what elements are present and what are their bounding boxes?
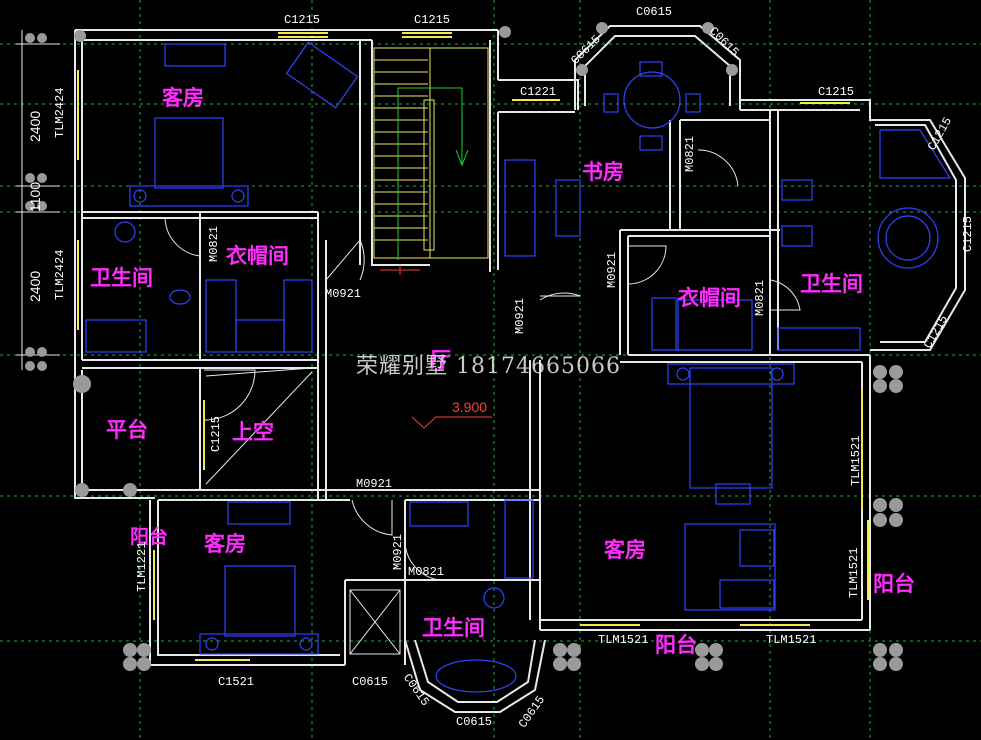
stair-arrow — [397, 87, 469, 260]
window-code: TLM1521 — [766, 633, 817, 647]
room-label-balcony-e: 阳台 — [873, 572, 915, 596]
hall-axis — [380, 265, 420, 275]
room-label-guest-sw: 客房 — [204, 532, 246, 556]
window-code: C1221 — [520, 85, 557, 99]
dimension-text: 1100 — [27, 181, 43, 212]
room-label-void: 上空 — [232, 420, 274, 444]
door-code: M0921 — [605, 251, 619, 288]
room-label-closet-e: 衣帽间 — [678, 286, 741, 310]
window-code: C0615 — [456, 715, 493, 729]
window-code: C0615 — [352, 675, 389, 689]
doors — [164, 149, 801, 581]
column-markers-left — [25, 33, 47, 371]
window-code: C1215 — [284, 13, 321, 27]
staircase — [373, 47, 489, 259]
elevation-mark — [411, 416, 492, 429]
door-code: M0821 — [683, 135, 697, 172]
void-outline — [205, 367, 401, 655]
door-code: M0821 — [207, 225, 221, 262]
room-label-bath-e: 卫生间 — [800, 272, 863, 296]
room-label-balcony-w: 阳台 — [130, 526, 169, 548]
room-label-hall: 厅 — [430, 348, 451, 372]
furniture — [85, 41, 952, 693]
room-label-balcony-s: 阳台 — [655, 633, 697, 657]
door-code: M0921 — [513, 297, 527, 334]
room-label-guest-se: 客房 — [604, 538, 646, 562]
windows — [77, 32, 869, 661]
window-code: TLM1521 — [849, 435, 863, 486]
window-code: C0615 — [636, 5, 673, 19]
room-label-bath-w: 卫生间 — [90, 266, 153, 290]
dimension-text: 2400 — [27, 270, 43, 302]
door-code: M0821 — [753, 279, 767, 316]
door-code: M0821 — [408, 565, 445, 579]
door-code: M0921 — [391, 533, 405, 570]
window-code: C1215 — [414, 13, 451, 27]
window-code: TLM1521 — [598, 633, 649, 647]
window-code: C1215 — [209, 415, 223, 452]
window-code: TLM1521 — [847, 547, 861, 598]
dimension-text: 2400 — [27, 110, 43, 142]
door-code: M0921 — [356, 477, 393, 491]
window-code: TLM2424 — [53, 87, 67, 138]
window-code: C1215 — [818, 85, 855, 99]
room-label-study: 书房 — [582, 160, 624, 184]
window-code: C1215 — [961, 215, 975, 252]
room-label-bath-s: 卫生间 — [422, 616, 485, 640]
elevation-value: 3.900 — [452, 399, 488, 415]
columns — [73, 22, 903, 671]
door-code: M0921 — [325, 287, 362, 301]
window-code: TLM2424 — [53, 249, 67, 300]
room-label-guest-nw: 客房 — [162, 86, 204, 110]
window-code: TLM1221 — [135, 541, 149, 592]
window-code: C1521 — [218, 675, 255, 689]
watermark-text: 荣耀别墅 18174665066 — [356, 354, 621, 379]
room-label-terrace: 平台 — [106, 418, 148, 442]
room-label-closet-w: 衣帽间 — [226, 244, 289, 268]
